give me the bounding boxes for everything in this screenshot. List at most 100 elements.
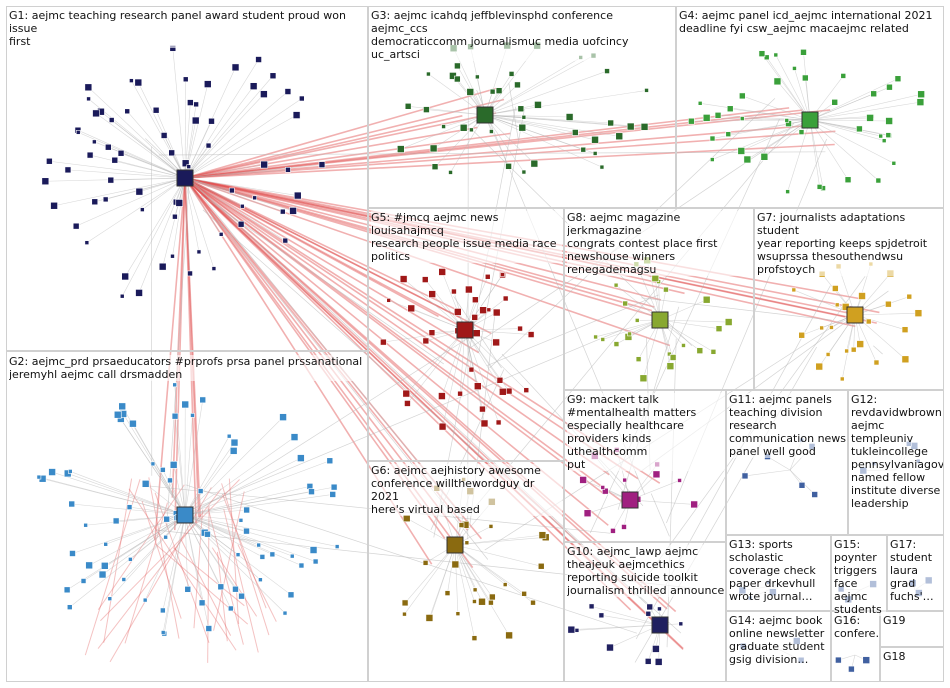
graph-node (473, 382, 482, 390)
graph-node (574, 628, 580, 633)
edge-intragroup (595, 319, 661, 338)
graph-node (292, 111, 301, 119)
group-box-g14 (726, 611, 831, 682)
edge-intergroup (474, 123, 795, 508)
graph-node (98, 570, 107, 579)
graph-node (175, 199, 184, 207)
edge-intragroup (484, 90, 647, 116)
graph-node (190, 413, 195, 418)
graph-node (426, 71, 431, 77)
graph-node (592, 151, 598, 156)
graph-node (454, 62, 461, 70)
graph-node (505, 163, 512, 170)
edge-intragroup (464, 329, 504, 392)
graph-node (329, 491, 337, 498)
edge-intragroup (184, 169, 289, 179)
graph-node (537, 562, 545, 570)
graph-node (121, 577, 127, 582)
graph-node (129, 78, 134, 83)
graph-node (785, 189, 790, 194)
graph-node (613, 341, 620, 347)
graph-node (811, 491, 818, 498)
graph-node (669, 354, 677, 361)
group-box-g3 (368, 6, 676, 208)
graph-node (218, 232, 224, 237)
graph-node (505, 631, 513, 640)
group-box-g4 (676, 6, 944, 208)
graph-node (117, 149, 125, 157)
graph-node (217, 583, 225, 591)
edge-intragroup (184, 514, 293, 557)
group-box-g12 (848, 390, 944, 535)
edge-intragroup (126, 111, 186, 179)
graph-node (64, 166, 72, 174)
edge-intragroup (809, 119, 885, 141)
edge-intragroup (102, 514, 186, 575)
group-box-g19 (880, 611, 944, 647)
graph-node (107, 176, 115, 184)
graph-node (259, 554, 266, 560)
edge-intragroup (184, 415, 193, 516)
edge-intragroup (141, 500, 182, 619)
edge-intragroup (88, 87, 186, 179)
graph-node (856, 125, 863, 133)
graph-node (598, 612, 605, 619)
edge-intragroup (152, 463, 186, 516)
group-label-g8: G8: aejmc magazine jerkmagazine congrats… (567, 211, 752, 276)
graph-node (172, 382, 177, 388)
edge-intragroup (643, 319, 661, 379)
graph-node (875, 177, 882, 184)
edge-intragroup (121, 177, 186, 297)
edge-intergroup (184, 177, 439, 318)
edge-intragroup (454, 534, 543, 546)
edge-intragroup (691, 119, 811, 122)
graph-node (472, 599, 477, 604)
group-label-g18: G18 (883, 650, 923, 663)
graph-node (112, 517, 120, 525)
graph-node (135, 187, 144, 196)
edge-intragroup (429, 544, 456, 619)
graph-node (100, 562, 109, 570)
edge-intergroup (189, 331, 479, 516)
graph-node (50, 201, 58, 210)
edge-intragroup (184, 509, 247, 516)
graph-node (160, 607, 166, 614)
graph-node (170, 253, 175, 259)
graph-node (495, 419, 502, 426)
edge-intergroup (184, 177, 461, 313)
graph-node (293, 191, 302, 200)
edge-intragroup (775, 54, 811, 121)
graph-node (601, 487, 609, 495)
graph-node (517, 325, 523, 332)
hub-node (446, 536, 464, 554)
graph-node (802, 74, 809, 82)
graph-node (230, 438, 239, 447)
edge-intergroup (184, 177, 677, 613)
graph-node (121, 272, 129, 281)
edge-intragroup (809, 101, 921, 121)
graph-node (644, 88, 649, 93)
edge-intragroup (162, 177, 186, 267)
group-label-g4: G4: aejmc panel icd_aejmc international … (679, 9, 941, 35)
graph-node (438, 422, 447, 431)
graph-node (444, 590, 451, 596)
graph-node (196, 249, 202, 255)
graph-node (645, 610, 652, 617)
graph-node (289, 207, 297, 215)
graph-node (466, 88, 475, 96)
graph-node (150, 461, 156, 467)
graph-node (458, 522, 465, 528)
graph-node (565, 113, 574, 121)
graph-node (401, 599, 409, 607)
graph-node (610, 528, 616, 534)
graph-node (714, 112, 722, 119)
edge-intergroup (184, 177, 470, 332)
graph-node (422, 560, 429, 566)
graph-node (527, 331, 535, 338)
graph-node (881, 138, 887, 143)
graph-node (479, 405, 486, 413)
graph-node (737, 147, 746, 155)
edge-intragroup (216, 551, 228, 642)
graph-node (91, 198, 99, 206)
edge-intragroup (69, 514, 186, 608)
